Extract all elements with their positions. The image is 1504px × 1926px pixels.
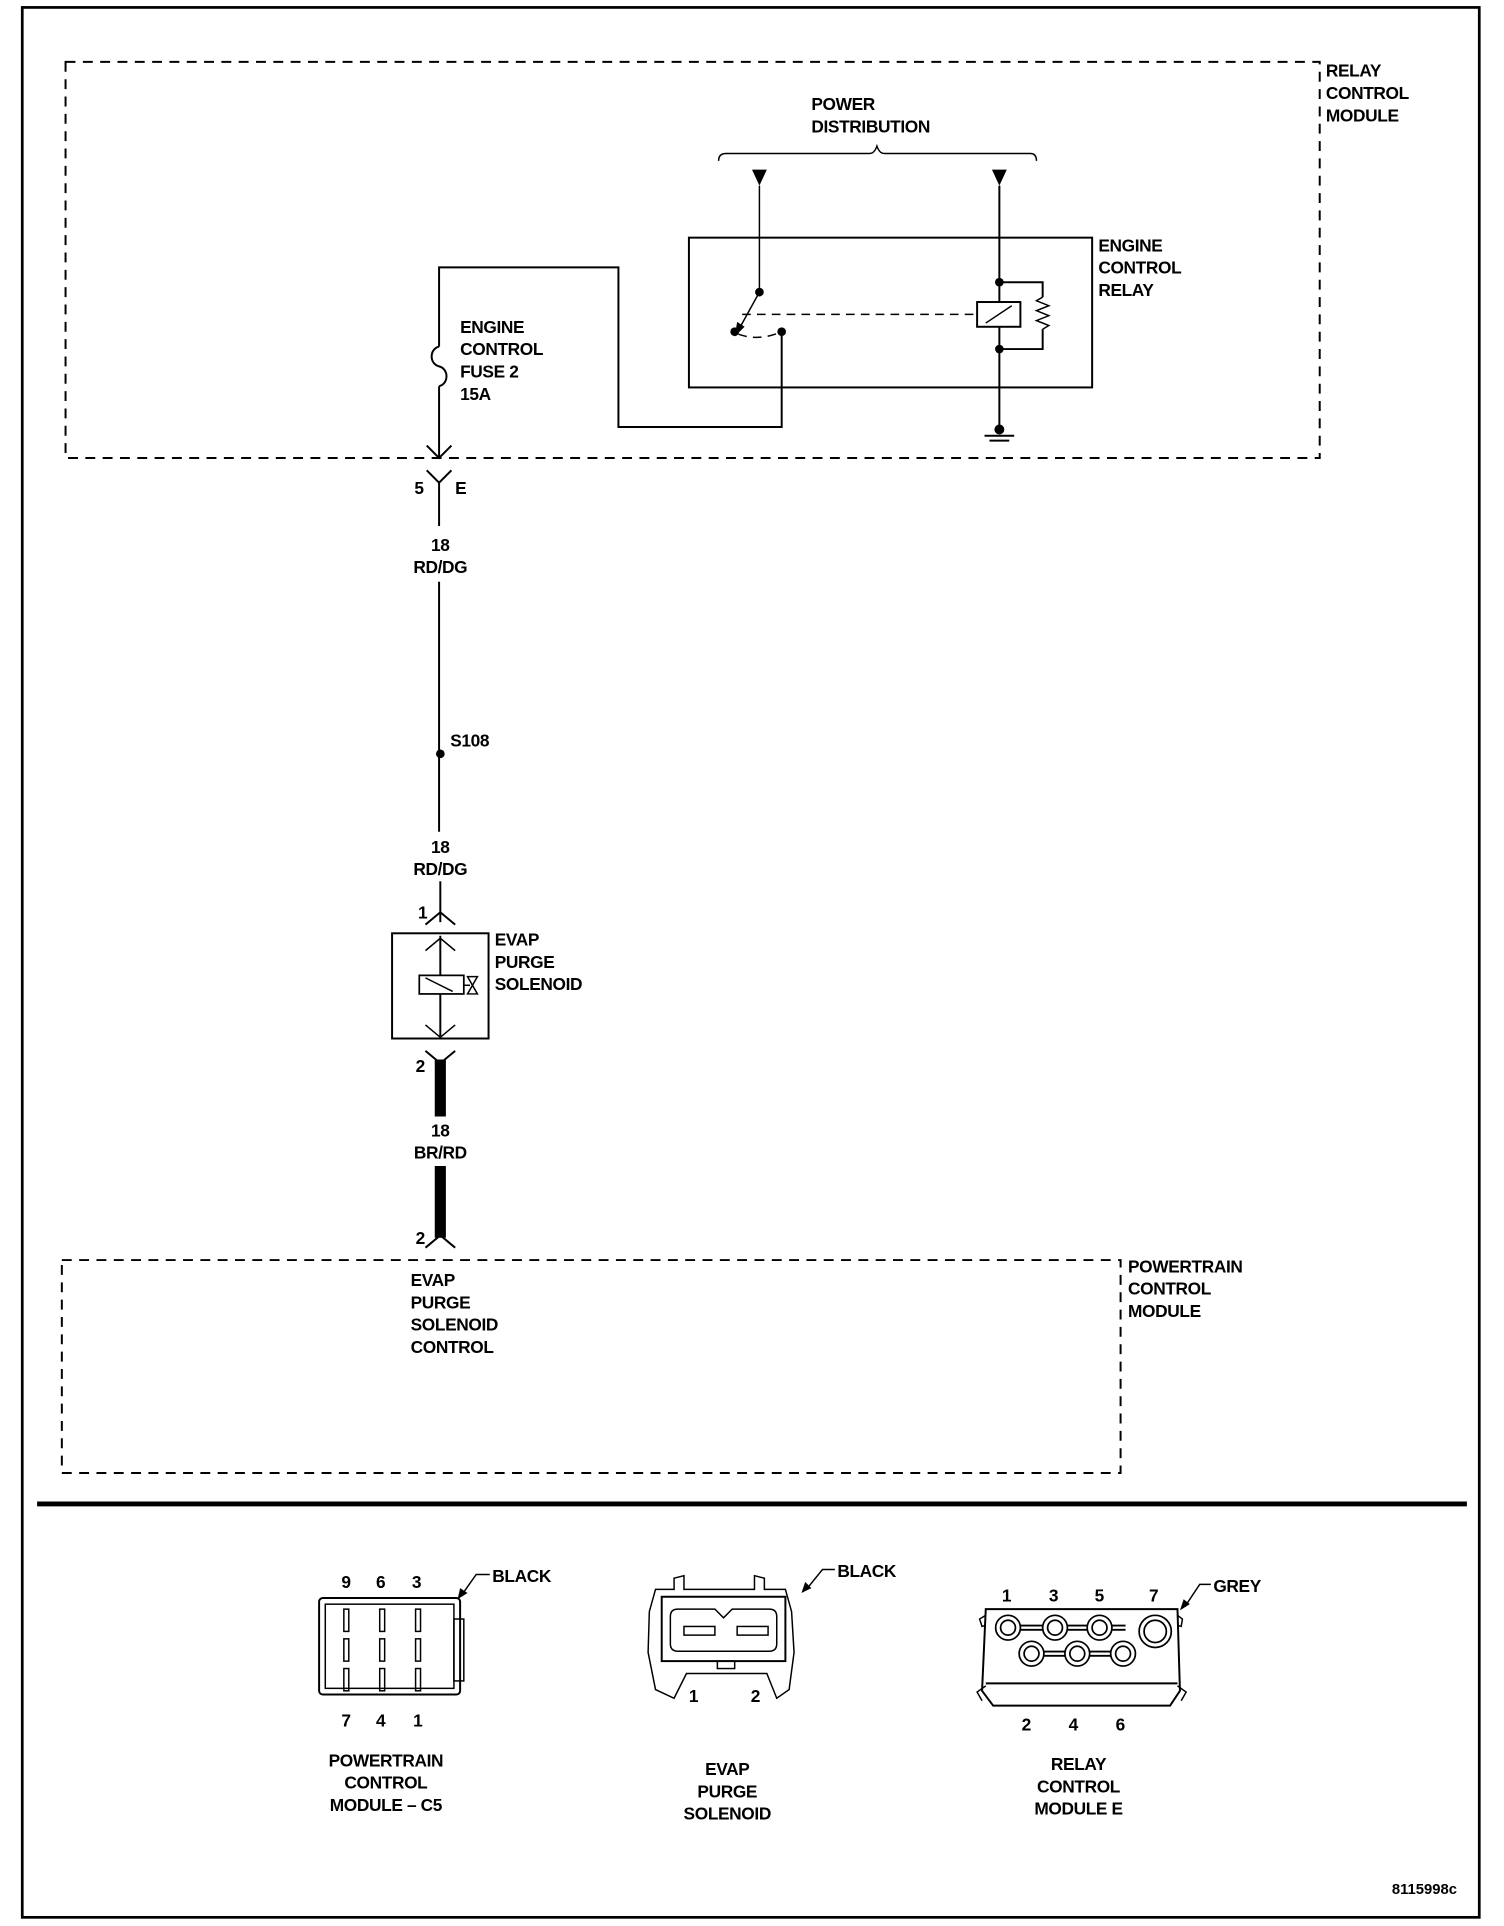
- connector-color-label: GREY: [1213, 1576, 1261, 1596]
- switch-nc-contact: [730, 327, 740, 337]
- arrow-icon: [424, 937, 456, 952]
- connector-name: PURGE: [697, 1781, 757, 1801]
- solenoid-label: EVAP PURGE SOLENOID: [495, 930, 582, 995]
- leader-arrow-icon: [805, 1568, 835, 1590]
- pin-label: 1: [413, 1711, 423, 1731]
- power-distribution-label: POWER DISTRIBUTION: [811, 94, 930, 136]
- resistor-icon: [1034, 296, 1051, 330]
- valve-icon: [466, 975, 479, 995]
- splice-dot: [435, 749, 445, 759]
- power-feed-1-icon: [752, 169, 767, 186]
- switch-arc: [738, 331, 782, 339]
- connector-color-label: BLACK: [492, 1566, 552, 1586]
- leader-arrow-icon: [1184, 1583, 1211, 1608]
- connector-color-label: BLACK: [837, 1561, 897, 1581]
- relay-output-wire: [438, 266, 783, 429]
- splice-label: S108: [450, 730, 490, 750]
- power-feed-2-icon: [991, 169, 1007, 186]
- suppression-wire-top: [999, 281, 1044, 298]
- power-distribution-brace: [717, 143, 1038, 161]
- connector-name: CONTROL: [1037, 1776, 1121, 1796]
- suppression-wire-bottom: [999, 329, 1044, 351]
- connector-name: RELAY: [1051, 1754, 1107, 1774]
- pin-label: 9: [341, 1572, 350, 1592]
- pin-label: 2: [751, 1686, 760, 1706]
- leader-arrow-icon: [460, 1573, 490, 1596]
- fuse-icon: [430, 345, 448, 388]
- pcm-label: POWERTRAIN CONTROL MODULE: [1128, 1256, 1247, 1321]
- switch-arm: [738, 291, 761, 329]
- pin-label: 5: [1095, 1586, 1105, 1606]
- connector-name: SOLENOID: [684, 1804, 771, 1824]
- connector-female-icon: [426, 444, 453, 460]
- pin-label: 3: [412, 1572, 421, 1592]
- fuse-label: ENGINE CONTROL FUSE 2 15A: [460, 317, 547, 404]
- engine-control-relay-box: [687, 236, 1094, 389]
- connector-housing: [647, 1574, 795, 1700]
- switch-no-contact: [777, 327, 787, 337]
- connector-view-pcm-c5: 9 6 3 7 4 1 BLACK POWERTRAIN CONTROL MOD…: [318, 1566, 552, 1815]
- connector-view-evap-solenoid: 1 2 BLACK EVAP PURGE SOLENOID: [647, 1561, 897, 1824]
- wire-color: RD/DG: [413, 557, 467, 577]
- connector-name: MODULE E: [1034, 1799, 1122, 1819]
- relay-control-module-boundary: [64, 60, 1321, 459]
- wire-color: BR/RD: [414, 1143, 467, 1163]
- pin-label: 4: [376, 1711, 386, 1731]
- figure-code: 8115998c: [1392, 1882, 1457, 1898]
- connector-pin: 5: [414, 478, 424, 498]
- connector-name: POWERTRAIN: [329, 1750, 444, 1770]
- pin-label: 6: [1116, 1714, 1125, 1734]
- arrow-icon: [424, 1024, 456, 1039]
- pin-label: 2: [1022, 1714, 1031, 1734]
- solenoid-pin-2: 2: [416, 1056, 425, 1076]
- ground-icon: [984, 434, 1015, 442]
- connector-male-icon: [426, 469, 453, 485]
- connector-name: CONTROL: [344, 1773, 428, 1793]
- wire-gauge: 18: [431, 837, 450, 857]
- connector-icon: [424, 1234, 456, 1249]
- connector-view-rcm-e: 1 3 5 7 2 4 6 GREY RELAY CONTROL: [976, 1576, 1262, 1819]
- engine-control-relay-label: ENGINE CONTROL RELAY: [1098, 235, 1185, 300]
- wire-gauge: 18: [431, 535, 450, 555]
- switch-common-contact: [755, 287, 764, 297]
- powertrain-control-module-boundary: [60, 1259, 1122, 1474]
- page-frame: [20, 6, 1481, 1919]
- solenoid-pin-1: 1: [418, 902, 428, 922]
- solenoid-coil-slash: [425, 977, 454, 993]
- relay-coil-slash: [985, 305, 1013, 324]
- wire-gauge: 18: [431, 1120, 450, 1140]
- pcm-pin: 2: [416, 1228, 425, 1248]
- connector-name: EVAP: [705, 1759, 749, 1779]
- pin-label: 7: [1149, 1586, 1158, 1606]
- connector-name: MODULE – C5: [330, 1795, 443, 1815]
- connector-id: E: [455, 478, 466, 498]
- pin-label: 6: [376, 1572, 385, 1592]
- connector-icon: [424, 910, 456, 926]
- evap-solenoid-box: [391, 932, 490, 1040]
- pin-label: 1: [689, 1686, 699, 1706]
- pcm-circuit-label: EVAP PURGE SOLENOID CONTROL: [411, 1270, 503, 1357]
- connector-housing: [981, 1608, 1181, 1707]
- relay-control-module-label: RELAY CONTROL MODULE: [1326, 61, 1413, 126]
- ground-node: [994, 424, 1005, 435]
- pin-label: 4: [1069, 1714, 1079, 1734]
- pin-label: 7: [341, 1711, 350, 1731]
- pin-label: 3: [1049, 1586, 1058, 1606]
- pin-label: 1: [1002, 1586, 1012, 1606]
- wire-color: RD/DG: [413, 859, 467, 879]
